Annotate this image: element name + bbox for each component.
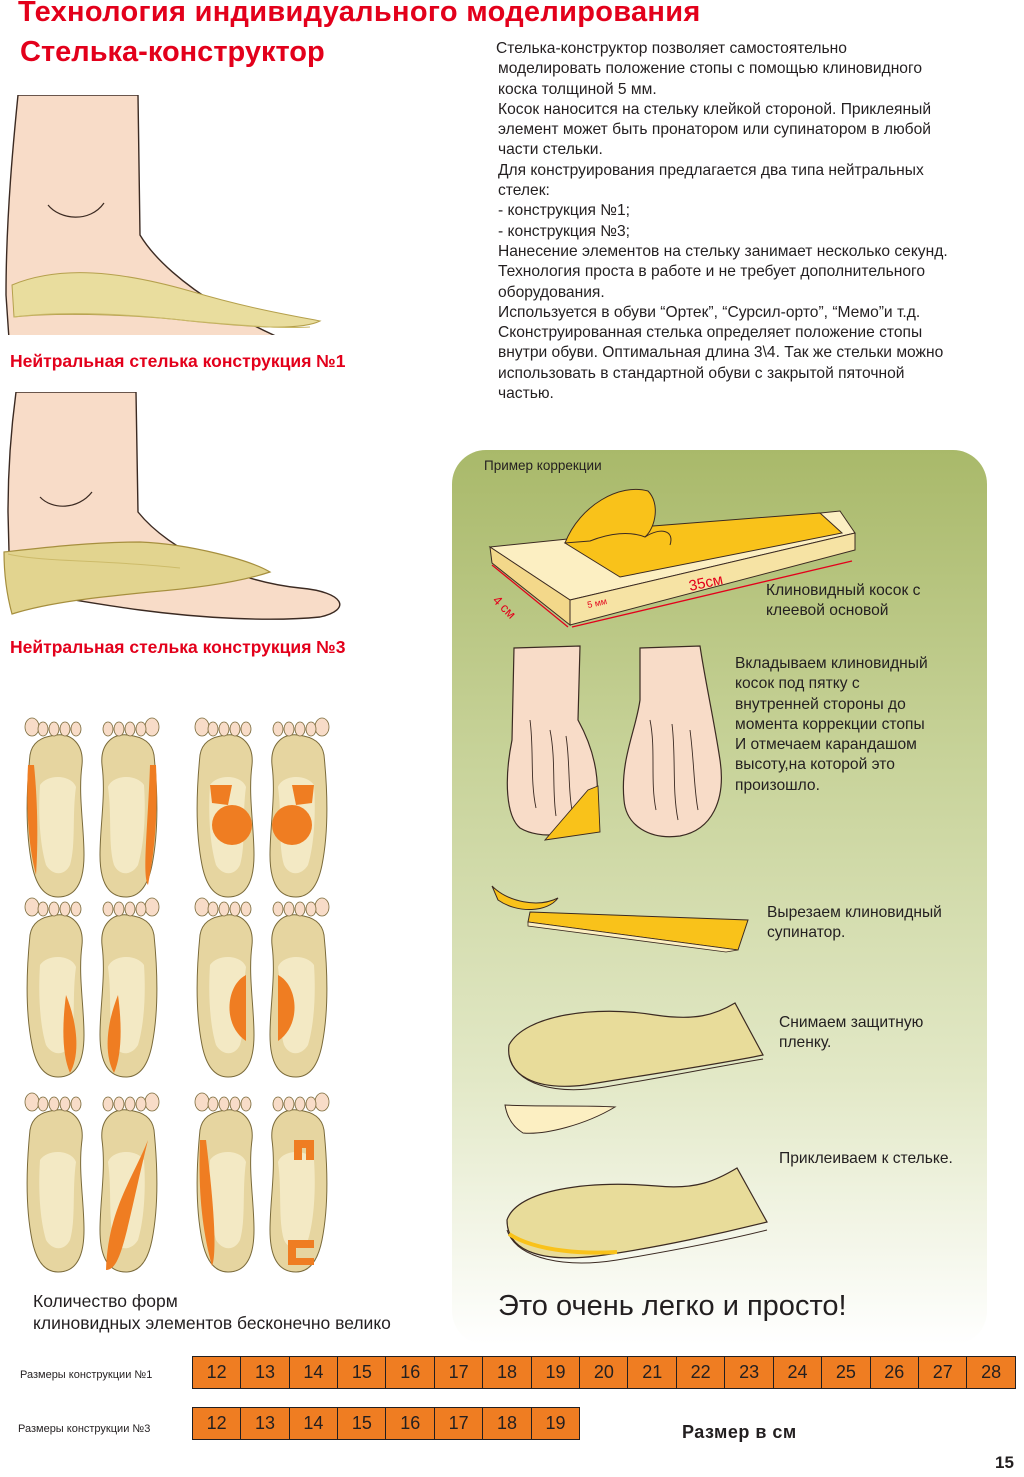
size-cell: 22 xyxy=(675,1356,726,1389)
sizes-row1-label: Размеры конструкции №1 xyxy=(20,1369,153,1381)
size-cell: 26 xyxy=(869,1356,920,1389)
insole-shape xyxy=(99,717,160,898)
size-cell: 12 xyxy=(191,1356,242,1389)
step-glue-text: Приклеиваем к стельке. xyxy=(779,1150,953,1167)
glued-insole-illustration xyxy=(506,1167,768,1264)
insole-shape xyxy=(269,717,330,898)
size-unit-label: Размер в см xyxy=(682,1422,797,1442)
description-line: - конструкция №1; xyxy=(498,202,631,220)
description-line: моделировать положение стопы с помощью к… xyxy=(498,60,922,78)
insole-shape xyxy=(269,897,330,1078)
description-line: Нанесение элементов на стельку занимает … xyxy=(498,242,948,260)
page-subtitle: Стелька-конструктор xyxy=(20,36,325,68)
insole-shape xyxy=(194,717,255,898)
step-insert-line: Вкладываем клиновидный xyxy=(735,655,928,672)
size-cell: 12 xyxy=(191,1407,242,1440)
cut-supinator-illustration xyxy=(491,885,749,953)
insole-pair xyxy=(194,897,330,1078)
sizes-row3-label: Размеры конструкции №3 xyxy=(18,1423,151,1435)
caption-construction-3: Нейтральная стелька конструкция №3 xyxy=(10,637,346,657)
dim-length-label: 35см xyxy=(687,571,724,595)
description-line: Для конструирования предлагается два тип… xyxy=(498,161,924,179)
description-line: использовать в стандартной обуви с закры… xyxy=(498,364,905,382)
insole-shape xyxy=(24,1092,85,1273)
heels-illustration xyxy=(506,645,722,841)
description-line: внутри обуви. Оптимальная длина 3\4. Так… xyxy=(498,344,944,362)
description-line: Косок наносится на стельку клейкой сторо… xyxy=(498,100,932,118)
description-line: Сконструированная стелька определяет пол… xyxy=(498,324,923,342)
step-insert-line: высоту,на которой это xyxy=(735,756,895,774)
wedge-board-illustration: 4 см 5 мм 35см xyxy=(488,489,856,628)
description-line: элемент может быть пронатором или супина… xyxy=(498,121,931,139)
size-cell: 15 xyxy=(337,1356,387,1389)
size-cell: 25 xyxy=(821,1356,871,1389)
size-cell: 20 xyxy=(579,1356,629,1389)
description-line: - конструкция №3; xyxy=(498,222,631,240)
size-cell: 15 xyxy=(337,1407,387,1440)
size-cell: 18 xyxy=(482,1407,532,1440)
size-cell: 16 xyxy=(385,1407,436,1440)
size-cell: 13 xyxy=(240,1356,290,1389)
step-insert-wedge-text: Вкладываем клиновидный косок под пятку с в… xyxy=(735,654,928,796)
size-cell: 24 xyxy=(772,1356,823,1389)
correction-example-label: Пример коррекции xyxy=(484,458,602,473)
step-insert-line: внутренней стороны до xyxy=(735,695,906,713)
foot-insole-1-illustration xyxy=(5,95,322,335)
page-title: Технология индивидуального моделирования xyxy=(18,0,701,28)
description-line: оборудования. xyxy=(498,283,605,301)
insole-pair xyxy=(194,1092,330,1273)
description-line: Используется в обуви “Ортек”, “Сурсил-ор… xyxy=(498,303,921,321)
size-cell: 17 xyxy=(433,1356,484,1389)
forms-count-text: Количество форм клиновидных элементов бе… xyxy=(33,1291,391,1333)
insole-pair xyxy=(24,1092,160,1273)
description-line: коска толщиной 5 мм. xyxy=(498,80,657,98)
size-cell: 16 xyxy=(385,1356,436,1389)
size-cell: 23 xyxy=(724,1356,774,1389)
size-cell: 19 xyxy=(530,1407,581,1440)
step-cut-text: Вырезаем клиновидный супинатор. xyxy=(767,904,942,942)
step-peel-text: Снимаем защитную пленку. xyxy=(779,1014,924,1052)
insole-shape xyxy=(24,897,85,1078)
insole-pair xyxy=(194,717,330,898)
insole-shape xyxy=(24,717,85,898)
caption-construction-1: Нейтральная стелька конструкция №1 xyxy=(10,351,346,371)
size-cell: 27 xyxy=(917,1356,968,1389)
description-line: Технология проста в работе и не требует … xyxy=(498,263,926,281)
wedge-description: Клиновидный косок с клеевой основой xyxy=(766,582,921,620)
step-insert-line: косок под пятку с xyxy=(735,675,860,693)
foot-insole-3-illustration xyxy=(3,392,341,620)
dim-thickness-label: 5 мм xyxy=(586,596,608,610)
description-text: Стелька-конструктор позволяет самостояте… xyxy=(496,39,1024,404)
size-cell: 13 xyxy=(240,1407,290,1440)
insole-shape xyxy=(99,897,160,1078)
size-cell: 19 xyxy=(530,1356,581,1389)
size-cell: 21 xyxy=(627,1356,678,1389)
slogan: Это очень легко и просто! xyxy=(498,1290,847,1322)
insole-shape xyxy=(269,1092,330,1273)
description-line: части стельки. xyxy=(498,141,603,159)
size-cell: 14 xyxy=(288,1356,339,1389)
step-insert-line: момента коррекции стопы xyxy=(735,715,925,733)
dim-width-label: 4 см xyxy=(490,593,519,622)
page-number: 15 xyxy=(995,1453,1014,1472)
size-cell: 14 xyxy=(288,1407,339,1440)
insole-pair xyxy=(24,897,160,1078)
peel-film-illustration xyxy=(504,1002,764,1134)
size-cell: 17 xyxy=(433,1407,484,1440)
step-insert-line: произошло. xyxy=(735,776,820,794)
insole-shape xyxy=(194,1092,255,1273)
description-line: частью. xyxy=(498,385,554,403)
insole-forms-grid xyxy=(24,717,330,1273)
step-insert-line: И отмечаем карандашом xyxy=(735,736,917,754)
insole-shape xyxy=(99,1092,160,1273)
insole-pair xyxy=(24,717,160,898)
size-cell: 18 xyxy=(482,1356,532,1389)
size-cell: 28 xyxy=(966,1356,1016,1389)
description-line: Стелька-конструктор позволяет самостояте… xyxy=(496,40,847,57)
description-line: стелек: xyxy=(498,182,550,200)
insole-shape xyxy=(194,897,255,1078)
